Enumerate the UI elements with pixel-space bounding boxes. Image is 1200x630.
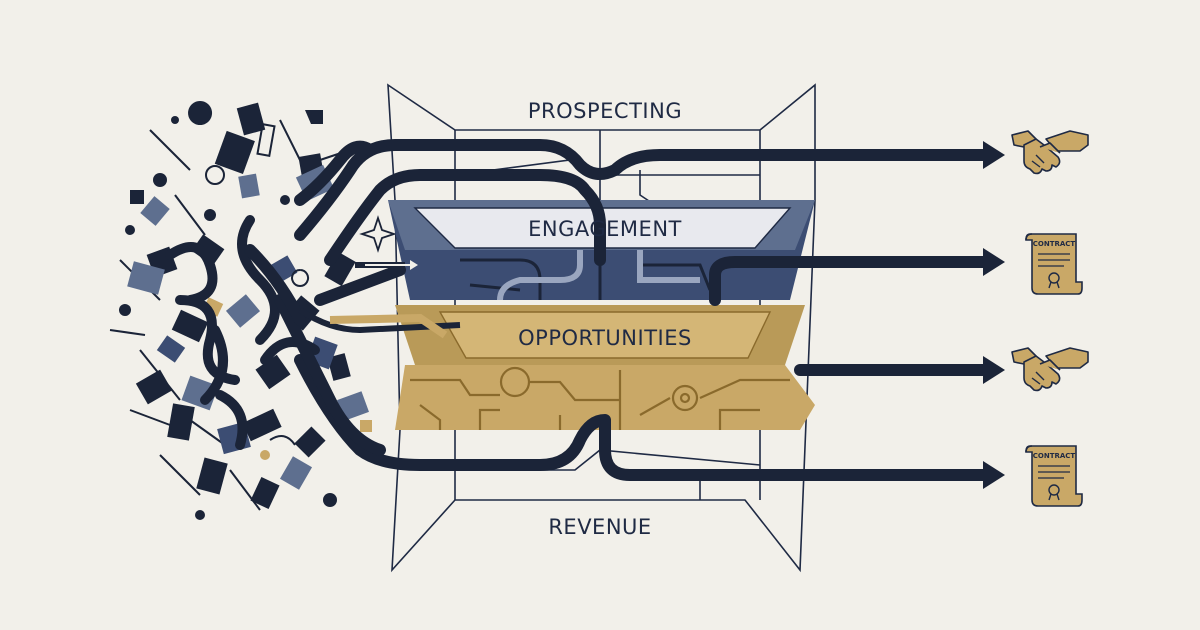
arrowhead-1 <box>983 141 1005 169</box>
chaos-tangles <box>165 215 320 450</box>
gold-ribbon <box>329 313 448 339</box>
sparkle-icon <box>359 215 397 253</box>
contract-icon: CONTRACT <box>1025 233 1083 295</box>
flow-ribbons <box>244 139 991 481</box>
stage-label-prospecting: PROSPECTING <box>528 99 682 123</box>
stage-labels: PROSPECTING ENGAGEMENT OPPORTUNITIES REV… <box>518 99 692 539</box>
contract-icon: CONTRACT <box>1025 445 1083 507</box>
stage-label-engagement: ENGAGEMENT <box>528 217 682 241</box>
chaos-lines <box>109 119 351 511</box>
arrowhead-2 <box>983 248 1005 276</box>
opportunities-band <box>395 305 815 430</box>
arrowhead-3 <box>983 356 1005 384</box>
arrowhead-4 <box>983 461 1005 489</box>
inner-arrow <box>365 260 418 270</box>
handshake-icon <box>1011 130 1089 175</box>
handshake-icon <box>1011 347 1089 392</box>
engagement-paths <box>497 250 700 301</box>
chaos-cluster <box>109 101 397 520</box>
stage-label-opportunities: OPPORTUNITIES <box>518 326 692 350</box>
stage-label-revenue: REVENUE <box>548 515 651 539</box>
contract-text: CONTRACT <box>1033 452 1076 460</box>
chaos-outlines <box>205 123 309 446</box>
contract-text: CONTRACT <box>1033 240 1076 248</box>
arrowheads <box>983 141 1005 489</box>
opportunities-circuits <box>410 366 790 430</box>
chaos-blocks-slate <box>127 164 369 490</box>
